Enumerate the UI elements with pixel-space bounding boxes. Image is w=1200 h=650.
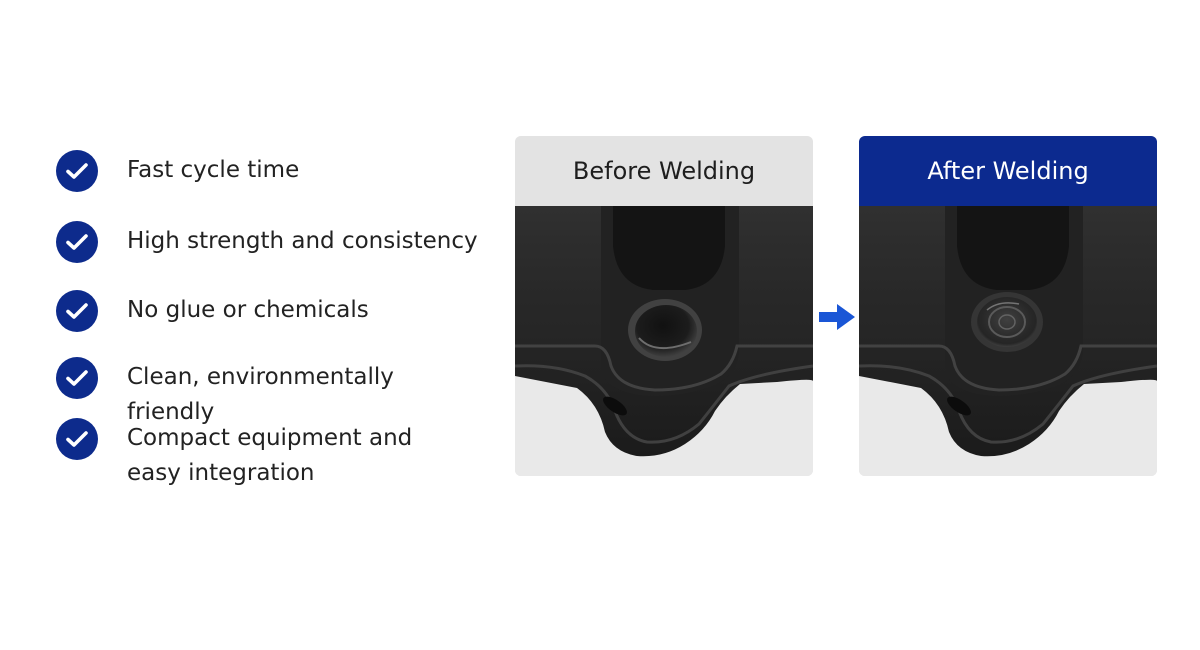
check-circle-icon — [56, 150, 98, 192]
arrow-right-icon — [817, 302, 857, 332]
benefit-item: Clean, environmentally friendly — [56, 357, 487, 430]
panel-title: Before Welding — [515, 136, 813, 206]
benefit-line: Fast cycle time — [127, 157, 300, 183]
benefit-line: Clean, environmentally friendly — [127, 364, 394, 425]
benefit-item: No glue or chemicals — [56, 290, 487, 332]
check-circle-icon — [56, 357, 98, 399]
benefit-text: Compact equipment and easy integration — [127, 418, 487, 491]
check-circle-icon — [56, 290, 98, 332]
benefit-text: High strength and consistency — [127, 221, 487, 259]
benefit-line: No glue or chemicals — [127, 297, 369, 323]
benefit-line: High strength and consistency — [127, 228, 478, 254]
panel-title: After Welding — [859, 136, 1157, 206]
check-circle-icon — [56, 221, 98, 263]
check-circle-icon — [56, 418, 98, 460]
benefit-item: High strength and consistency — [56, 221, 487, 263]
benefit-text: Fast cycle time — [127, 150, 487, 188]
benefit-text: No glue or chemicals — [127, 290, 487, 328]
before-welding-panel: Before Welding — [515, 136, 813, 476]
after-welding-photo — [859, 206, 1157, 476]
benefit-line: Compact equipment and — [127, 425, 413, 451]
benefit-item: Compact equipment and easy integration — [56, 418, 487, 491]
benefit-line: easy integration — [127, 460, 315, 486]
before-welding-photo — [515, 206, 813, 476]
benefit-item: Fast cycle time — [56, 150, 487, 192]
after-welding-panel: After Welding — [859, 136, 1157, 476]
benefit-text: Clean, environmentally friendly — [127, 357, 487, 430]
